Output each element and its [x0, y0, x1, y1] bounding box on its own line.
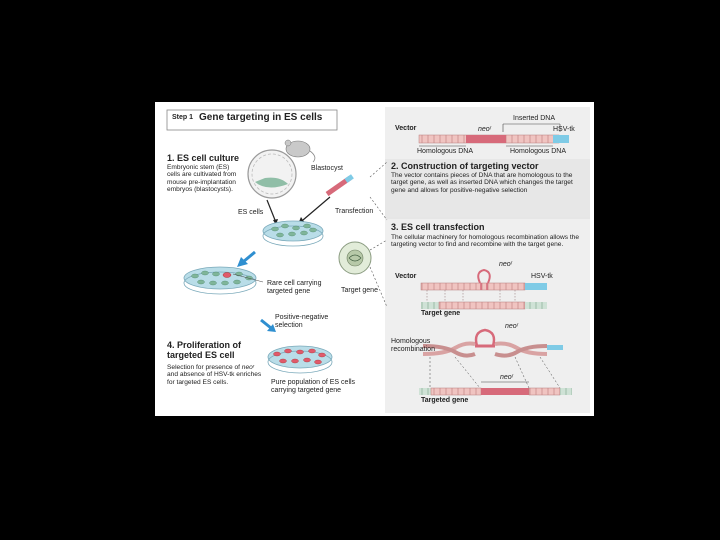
section2-body: The vector contains pieces of DNA that a…: [391, 172, 573, 194]
inserted-dna-label: Inserted DNA: [513, 115, 556, 122]
homologous-dna-right-label: Homologous DNA: [510, 148, 567, 155]
section1-body: Embryonic stem (ES) cells are cultivated…: [167, 164, 237, 194]
blastocyst-illustration: [247, 149, 297, 199]
section4-body-mid: and absence of: [167, 371, 214, 379]
section4-body-suffix: enriches for targeted ES cells.: [167, 371, 262, 386]
pure-population-label: Pure population of ES cells carrying tar…: [271, 379, 356, 394]
targeted-gene-label: Targeted gene: [421, 397, 469, 404]
section2-heading: 2. Construction of targeting vector: [391, 161, 539, 171]
targeting-vector-construct: [418, 123, 569, 147]
mouse-illustration: [284, 139, 316, 163]
targeted-gene-bar: [419, 381, 572, 396]
rare-cell-label: Rare cell carrying targeted gene: [267, 280, 322, 295]
step3-target-gene: [421, 301, 547, 310]
step3-hsv-tk-label: HSV-tk: [531, 273, 553, 280]
transfection-label: Transfection: [335, 208, 374, 215]
figure-title: Gene targeting in ES cells: [199, 112, 323, 123]
section4-body-neo: neoʳ: [241, 364, 255, 371]
step-label: Step 1: [172, 114, 194, 121]
dish-pure-population: [267, 345, 333, 374]
panel-vector-bg: [385, 107, 590, 159]
section3-heading: 3. ES cell transfection: [391, 222, 485, 232]
section1-heading: 1. ES cell culture: [167, 153, 240, 163]
vector-label: Vector: [395, 125, 417, 132]
step3-target-gene-label: Target gene: [421, 310, 461, 317]
panel-step3-bg: [385, 219, 590, 413]
neo-label: neoʳ: [478, 126, 492, 133]
positive-negative-selection-label: Positive-negative selection: [275, 314, 329, 329]
gene-targeting-figure: Step 1 Gene targeting in ES cells 1. ES …: [155, 102, 594, 416]
panel-step2-bg: [385, 159, 590, 217]
section3-body: The cellular machinery for homologous re…: [391, 234, 580, 249]
recombination-strands: [422, 328, 563, 358]
neo-top-label: neoʳ: [499, 261, 513, 268]
neo-mid-label: neoʳ: [505, 323, 519, 330]
step3-vector-label: Vector: [395, 273, 417, 280]
section4-body: Selection for presence of neoʳ and absen…: [167, 364, 265, 386]
section4-heading: 4. Proliferation of targeted ES cell: [167, 340, 242, 361]
section4-body-hsv: HSV-tk: [213, 371, 235, 379]
homologous-recombination-label: Homologous recombination: [391, 338, 435, 353]
target-gene-cell-label: Target gene: [341, 287, 378, 294]
dish-es-cells: [262, 220, 324, 247]
es-cells-label: ES cells: [238, 209, 264, 216]
homologous-dna-left-label: Homologous DNA: [417, 148, 474, 155]
neo-bottom-label: neoʳ: [500, 374, 514, 381]
dish-rare-cell: [183, 266, 257, 295]
targeted-cell: [222, 272, 232, 278]
diagram-graphics: [166, 107, 590, 413]
hsv-tk-cassette: [553, 135, 569, 143]
step3-vector: [420, 268, 547, 291]
target-gene-cell: [338, 241, 372, 275]
title-box: [166, 109, 338, 131]
transfection-vector: [325, 174, 354, 197]
neo-cassette: [466, 135, 506, 143]
hsv-tk-label: HSV-tk: [553, 126, 575, 133]
section4-body-prefix: Selection for presence of: [167, 364, 242, 371]
blastocyst-label: Blastocyst: [311, 165, 343, 172]
